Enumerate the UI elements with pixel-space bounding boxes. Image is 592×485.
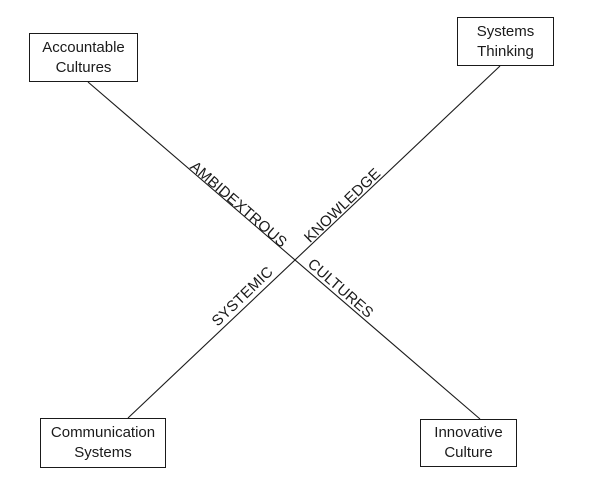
label-cultures: CULTURES bbox=[304, 256, 377, 322]
connector-accountable-to-innovative bbox=[87, 81, 481, 420]
label-knowledge: KNOWLEDGE bbox=[301, 165, 384, 246]
node-label-line2: Cultures bbox=[55, 58, 112, 76]
node-communication-systems: Communication Systems bbox=[40, 418, 166, 468]
node-label-line1: Communication bbox=[50, 424, 156, 441]
node-accountable-cultures: Accountable Cultures bbox=[29, 33, 138, 82]
label-systemic: SYSTEMIC bbox=[209, 263, 277, 330]
label-ambidextrous: AMBIDEXTROUS bbox=[187, 158, 291, 251]
node-label-line2: Systems bbox=[74, 444, 132, 461]
node-label-line1: Accountable bbox=[42, 38, 125, 56]
node-innovative-culture: Innovative Culture bbox=[420, 419, 517, 467]
node-label-line1: Innovative bbox=[434, 424, 503, 441]
node-systems-thinking: Systems Thinking bbox=[457, 17, 554, 66]
node-label-line2: Thinking bbox=[477, 42, 534, 60]
connector-communication-to-systems-thinking bbox=[127, 65, 501, 419]
node-label-line2: Culture bbox=[444, 444, 493, 461]
node-label-line1: Systems bbox=[476, 22, 535, 40]
